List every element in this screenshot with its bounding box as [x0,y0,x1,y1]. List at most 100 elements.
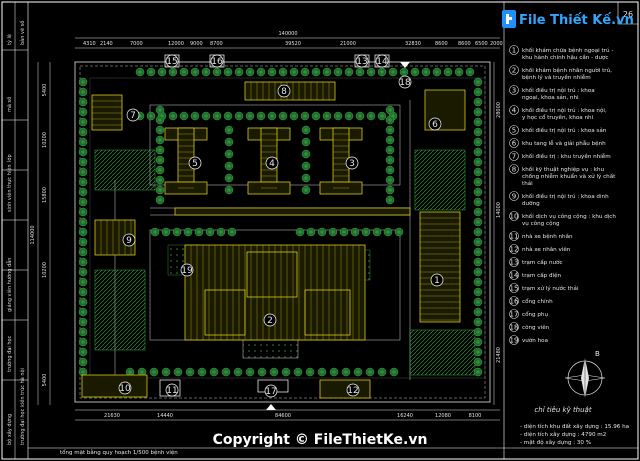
legend-number-circle [509,309,519,319]
tree-icon [78,237,88,247]
plan-label-number: 8 [281,87,287,97]
tree-icon [473,237,483,247]
legend-number: 5 [512,127,516,135]
legend-number-circle [509,211,519,221]
tree-icon [473,327,483,337]
tree-icon [257,367,267,377]
legend-number: 14 [510,272,519,280]
dim-top-4: 12000 [168,41,184,47]
legend-number-circle [509,125,519,135]
legend-number: 6 [512,140,517,148]
tree-icon [473,147,483,157]
tree-icon [385,125,395,135]
tree-icon [78,207,88,217]
tree-icon [150,227,160,237]
legend-number-circle [509,257,519,267]
tree-icon [155,165,165,175]
tree-icon [372,227,382,237]
legend-item-text: khối điều trị nội trú : khoa [522,86,595,94]
dim-left-5: 5400 [42,374,48,387]
tree-icon [473,367,483,377]
legend-item-text: khối điều trị nội trú : khoa dinh [522,192,609,200]
tree-icon [135,67,145,77]
tree-icon [78,287,88,297]
plan-label-circle [277,84,291,98]
legend-number: 7 [512,153,516,161]
tree-icon [190,111,200,121]
tree-icon [311,67,321,77]
tree-icon [473,357,483,367]
tree-icon [317,227,327,237]
plan-label-circle [118,381,132,395]
tree-icon [473,337,483,347]
tree-icon [201,111,211,121]
plan-label-circle [165,54,179,68]
tree-icon [317,367,327,377]
plan-label-circle [122,233,136,247]
legend-item-text: khối kỹ thuật nghiệp vụ : khu [522,166,605,173]
tree-icon [168,111,178,121]
tree-icon [179,67,189,77]
tree-icon [146,67,156,77]
tree-icon [473,117,483,127]
tree-icon [355,67,365,77]
tree-icon [333,67,343,77]
legend-item-text: khối điều trị : khu truyền nhiễm [522,152,611,160]
plan-label-number: 18 [399,78,411,88]
plan-label-number: 12 [347,386,358,396]
dimension-lines [37,37,500,421]
tree-icon [385,105,395,115]
plan-label-number: 9 [126,236,132,246]
legend-item-text: khu tang lễ và giải phẫu bệnh [522,140,606,147]
tree-icon [377,67,387,77]
legend-number: 4 [512,107,517,115]
tree-icon [256,111,266,121]
tree-icon [339,227,349,237]
legend-item-text: cổng chính [522,298,553,305]
tree-icon [78,97,88,107]
legend-item-text: ngoại, khoa sản, nhi [522,94,579,101]
tree-icon [300,67,310,77]
tech-title: chỉ tiêu kỹ thuật [534,406,591,414]
plan-label-circle [355,54,369,68]
tree-icon [301,173,311,183]
tree-icon [289,111,299,121]
legend-item-text: trạm cấp điện [522,272,562,279]
dim-right-3: 21480 [496,347,502,363]
tree-icon [473,87,483,97]
legend-item-text: khối khám bệnh nhân người trú, [522,67,612,74]
entrance-arrow-bottom [266,404,276,410]
dim-bottom-4: 16240 [397,413,413,419]
tech-line-2: - diện tích xây dựng : 4790 m2 [520,431,606,438]
tree-icon [432,67,442,77]
tree-icon [473,307,483,317]
dim-bottom-2: 14440 [157,413,173,419]
legend-number: 9 [512,193,516,201]
tree-icon [300,111,310,121]
tree-icon [278,111,288,121]
side-label-ministry: bộ xây dựng [6,414,13,445]
tree-icon [78,77,88,87]
dim-top-10: 8600 [435,41,448,47]
tree-icon [227,227,237,237]
tree-icon [201,67,211,77]
tree-icon [377,367,387,377]
brand-logo-text: File Thiết Kế.vn [519,13,634,28]
tree-icon [385,155,395,165]
brand-logo: File Thiết Kế.vn [502,10,634,28]
plan-label-circle [346,383,360,397]
legend-item-text: vườn hoa [522,337,548,344]
plan-label-number: 14 [376,57,388,67]
dim-top-12: 6500 [475,41,488,47]
legend-number: 17 [510,311,519,319]
plan-label-number: 10 [119,384,131,394]
tree-icon [78,147,88,157]
plan-label-number: 6 [432,120,438,130]
tree-icon [245,111,255,121]
side-label-sheet: bản vẽ số [19,21,26,45]
dim-right-2: 14000 [496,202,502,218]
dim-left-total: 114000 [30,225,36,244]
tree-icon [224,173,234,183]
tree-icon [209,367,219,377]
